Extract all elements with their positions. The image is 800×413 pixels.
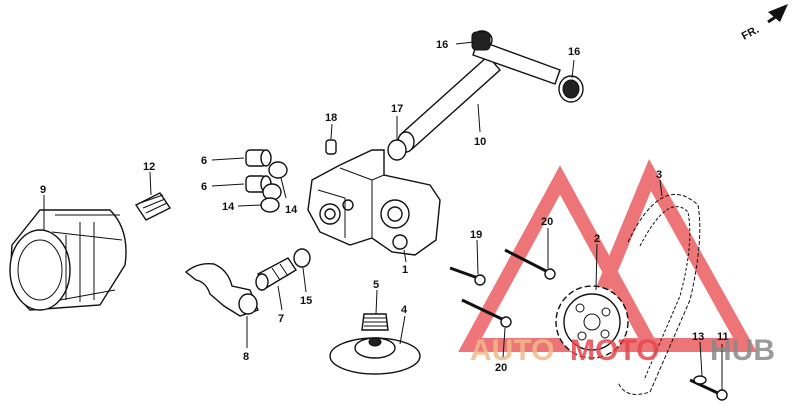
callout-8: 8 xyxy=(243,351,249,363)
leader-lines xyxy=(43,41,723,390)
callout-7: 7 xyxy=(278,313,284,325)
callout-2: 2 xyxy=(594,233,600,245)
callout-17: 17 xyxy=(391,103,403,115)
front-direction-marker: FR. xyxy=(740,4,788,43)
watermark-hub: HUB xyxy=(710,334,775,367)
callout-11: 11 xyxy=(717,331,729,343)
callout-9: 9 xyxy=(40,184,46,196)
callout-15: 15 xyxy=(300,295,312,307)
drive-chain xyxy=(617,194,701,395)
callout-13: 13 xyxy=(692,331,704,343)
watermark-auto: AUTO xyxy=(470,334,554,367)
relief-valve xyxy=(255,248,311,291)
pump-sprocket xyxy=(555,285,629,359)
callout-10: 10 xyxy=(474,136,486,148)
callout-14: 14 xyxy=(285,204,298,216)
callout-6: 6 xyxy=(201,155,207,167)
svg-text:FR.: FR. xyxy=(740,24,761,43)
callout-6: 6 xyxy=(201,181,207,193)
dowel-collars xyxy=(245,149,288,213)
watermark-text: AUTO MOTO HUB xyxy=(470,334,775,367)
oil-pipe xyxy=(397,30,584,153)
oil-screen xyxy=(329,313,421,375)
pipe-o-ring xyxy=(387,139,407,161)
callout-20: 20 xyxy=(541,216,553,228)
callout-19: 19 xyxy=(470,229,482,241)
callout-12: 12 xyxy=(143,161,155,173)
oil-pump xyxy=(307,149,441,256)
callout-16: 16 xyxy=(568,46,580,58)
callout-3: 3 xyxy=(656,169,662,181)
callout-5: 5 xyxy=(373,279,379,291)
callout-labels: 16 16 10 17 18 3 12 9 6 6 14 14 20 19 2 … xyxy=(40,39,729,374)
callout-1: 1 xyxy=(402,264,408,276)
strainer-pipe xyxy=(184,262,259,317)
callout-16: 16 xyxy=(436,39,448,51)
callout-14: 14 xyxy=(222,201,235,213)
callout-18: 18 xyxy=(325,112,337,124)
oil-filter xyxy=(9,209,127,311)
watermark-moto: MOTO xyxy=(570,334,659,367)
callout-20: 20 xyxy=(495,362,507,374)
callout-4: 4 xyxy=(401,304,408,316)
bolts xyxy=(449,248,728,401)
dowel-pin xyxy=(325,139,337,155)
threaded-stud xyxy=(134,192,172,221)
